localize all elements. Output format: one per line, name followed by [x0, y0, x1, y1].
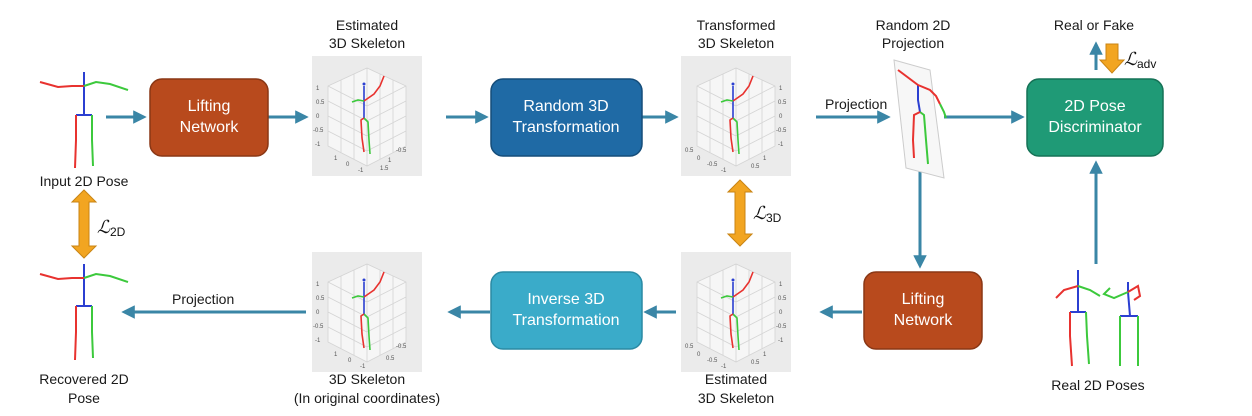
lifting-network-bottom-box: [863, 271, 983, 350]
caption-transformed-line1: Transformed: [697, 17, 776, 33]
random-3d-transformation: Random 3D Transformation: [490, 78, 643, 157]
l2d-symbol: ℒ: [97, 217, 111, 238]
tick: 1: [334, 352, 338, 358]
recovered-2d-pose-figure: [39, 264, 129, 361]
input-2d-pose-figure: [39, 72, 129, 169]
tick: 0.5: [685, 344, 694, 350]
plot-estimated-3d-bottom: 1 0.5 0 -0.5 -1 0.5 0 -0.5 -1 0.5 1: [680, 251, 792, 373]
tick: 0: [346, 162, 350, 168]
tick: -1: [778, 338, 784, 344]
plot-transformed-3d: 1 0.5 0 -0.5 -1 0.5 0 -0.5 -1 0.5 1: [680, 55, 792, 177]
caption-recovered-line2: Pose: [68, 390, 100, 406]
caption-transformed-line2: 3D Skeleton: [698, 35, 774, 51]
pose-discriminator-line1: 2D Pose: [1064, 98, 1125, 115]
tick: 1.5: [380, 166, 389, 172]
tick: -0.5: [313, 324, 324, 330]
tick: -0.5: [707, 358, 718, 364]
random-3d-transformation-box: [490, 78, 643, 157]
tick: -1: [358, 168, 364, 174]
tick: 0: [697, 156, 701, 162]
lifting-network-bottom: Lifting Network: [863, 271, 983, 350]
tick: -1: [360, 364, 366, 370]
caption-random-projection-line2: Projection: [882, 35, 944, 51]
caption-recovered-line1: Recovered 2D: [39, 371, 129, 387]
tick: 1: [763, 352, 767, 358]
caption-estimated-bottom-line1: Estimated: [705, 371, 767, 387]
lifting-network-top-line1: Lifting: [188, 98, 231, 115]
tick: 1: [334, 156, 338, 162]
caption-random-projection-line1: Random 2D: [876, 17, 951, 33]
caption-real-or-fake: Real or Fake: [1054, 17, 1134, 33]
tick: 0.5: [316, 296, 325, 302]
inverse-3d-transformation-line2: Transformation: [513, 312, 620, 329]
random-3d-transformation-line2: Transformation: [513, 119, 620, 136]
random-2d-projection-plane: [893, 59, 947, 179]
tick: 0.5: [751, 164, 760, 170]
inverse-3d-transformation: Inverse 3D Transformation: [490, 271, 643, 350]
ladv-symbol: ℒ: [1124, 49, 1138, 70]
tick: 0.5: [778, 100, 787, 106]
pose-discriminator-box: [1026, 78, 1164, 157]
caption-estimated-top-line1: Estimated: [336, 17, 398, 33]
tick: 0.5: [778, 296, 787, 302]
tick: -1: [315, 338, 321, 344]
tick: -0.5: [313, 128, 324, 134]
tick: 0.5: [386, 356, 395, 362]
tick: 0: [316, 114, 320, 120]
l3d-symbol: ℒ: [753, 203, 767, 224]
tick: -1: [778, 142, 784, 148]
tick: -0.5: [776, 324, 787, 330]
tick: 0.5: [316, 100, 325, 106]
lifting-network-top-line2: Network: [180, 119, 240, 136]
tick: 1: [316, 86, 320, 92]
lifting-network-top-box: [149, 78, 269, 157]
tick: 0: [779, 114, 783, 120]
real-2d-poses-figures: [1055, 270, 1142, 367]
ladv-subscript: adv: [1137, 57, 1156, 71]
tick: 0.5: [685, 148, 694, 154]
tick: -0.5: [707, 162, 718, 168]
connector-arrows: [106, 41, 1103, 319]
caption-estimated-bottom-line2: 3D Skeleton: [698, 390, 774, 406]
tick: -1: [315, 142, 321, 148]
tick: 0: [779, 310, 783, 316]
lifting-network-bottom-line1: Lifting: [902, 291, 945, 308]
lifting-network-bottom-line2: Network: [894, 312, 954, 329]
tick: 0.5: [751, 360, 760, 366]
caption-real-2d-poses: Real 2D Poses: [1051, 377, 1144, 393]
caption-skeleton-original-line1: 3D Skeleton: [329, 371, 405, 387]
tick: -1: [721, 168, 727, 174]
l2d-subscript: 2D: [110, 225, 126, 239]
lifting-network-top: Lifting Network: [149, 78, 269, 157]
tick: 1: [388, 158, 392, 164]
l3d-loss-arrow: ℒ 3D: [726, 179, 782, 247]
tick: 1: [763, 156, 767, 162]
inverse-3d-transformation-box: [490, 271, 643, 350]
pose-discriminator-line2: Discriminator: [1048, 119, 1142, 136]
tick: -0.5: [396, 344, 407, 350]
tick: 0: [348, 358, 352, 364]
pose-discriminator: 2D Pose Discriminator: [1026, 78, 1164, 157]
caption-estimated-top-line2: 3D Skeleton: [329, 35, 405, 51]
tick: 1: [779, 282, 783, 288]
inverse-3d-transformation-line1: Inverse 3D: [527, 291, 604, 308]
tick: 0: [316, 310, 320, 316]
tick: -0.5: [396, 148, 407, 154]
tick: -1: [721, 364, 727, 370]
caption-skeleton-original-line2: (In original coordinates): [294, 390, 440, 406]
caption-input-2d-pose: Input 2D Pose: [40, 173, 129, 189]
edge-label-projection-top: Projection: [825, 96, 887, 112]
tick: 1: [779, 86, 783, 92]
edge-label-projection-bottom: Projection: [172, 291, 234, 307]
l2d-loss-arrow: ℒ 2D: [70, 189, 126, 259]
tick: -0.5: [776, 128, 787, 134]
plot-3d-original-coordinates: 1 0.5 0 -0.5 -1 1 0 -1 -0.5 0.5: [311, 251, 423, 373]
l3d-subscript: 3D: [766, 211, 782, 225]
ladv-loss-arrow: ℒ adv: [1098, 43, 1156, 74]
tick: 1: [316, 282, 320, 288]
tick: 0: [697, 352, 701, 358]
plot-estimated-3d-top: 1 0.5 0 -0.5 -1 1 0 -1 -0.5 1 1.5: [311, 55, 423, 177]
random-3d-transformation-line1: Random 3D: [523, 98, 608, 115]
